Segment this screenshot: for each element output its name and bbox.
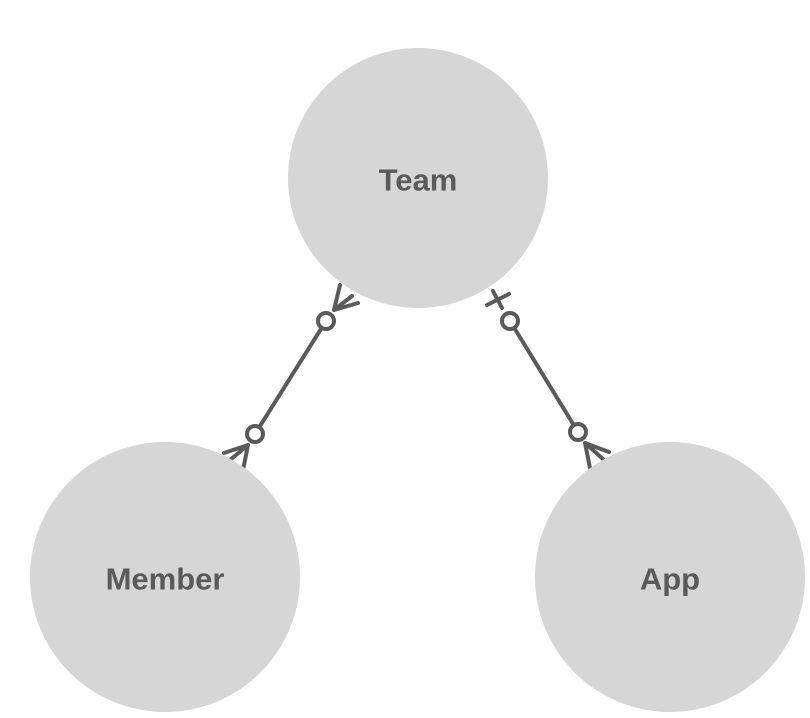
cardinality-marker-team-member-target (222, 424, 265, 472)
zero-circle-icon (245, 424, 265, 444)
edge-line-team-member (253, 319, 328, 436)
node-member-shape (30, 442, 300, 712)
cardinality-marker-team-app-source (485, 289, 520, 331)
edge-line-team-app (508, 319, 580, 434)
edge-team-app[interactable] (485, 289, 611, 470)
zero-circle-icon (500, 311, 520, 331)
node-app[interactable]: App (535, 442, 805, 712)
node-app-shape (535, 442, 805, 712)
one-tick-icon (485, 292, 511, 307)
edge-team-member[interactable] (222, 283, 360, 472)
node-team-shape (288, 48, 548, 308)
zero-circle-icon (316, 311, 336, 331)
node-member[interactable]: Member (30, 442, 300, 712)
crowsfoot-icon (583, 441, 611, 470)
node-app-label: App (640, 562, 700, 597)
zero-circle-icon (568, 422, 588, 442)
crowsfoot-icon (332, 283, 360, 312)
node-team-label: Team (379, 163, 458, 198)
crowsfoot-icon (222, 443, 250, 472)
cardinality-marker-team-member-source (316, 283, 360, 331)
node-member-label: Member (106, 562, 225, 597)
cardinality-marker-team-app-target (568, 422, 611, 470)
node-team[interactable]: Team (288, 48, 548, 308)
